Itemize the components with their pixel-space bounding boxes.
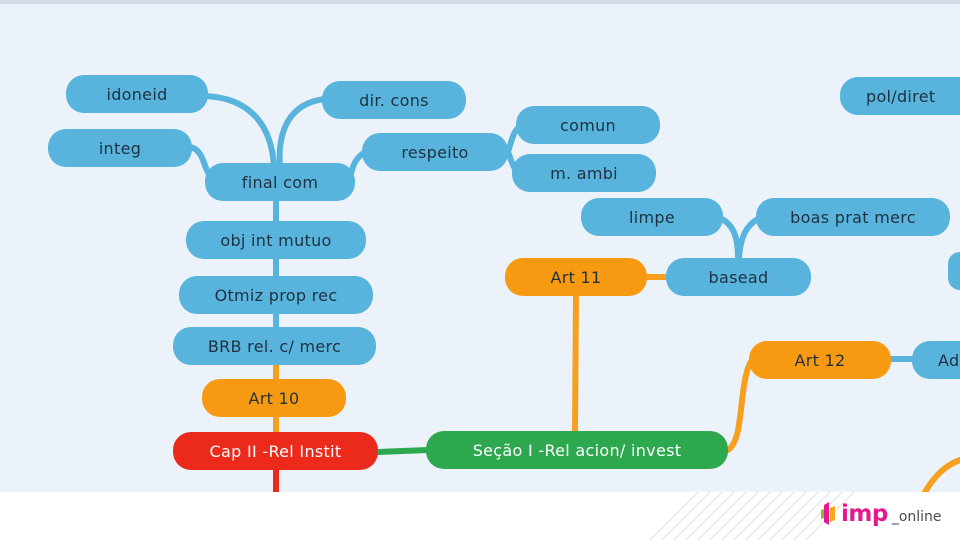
node-label: respeito <box>401 142 469 162</box>
node-dir-cons[interactable]: dir. cons <box>322 81 466 119</box>
footer-stripes <box>649 492 855 540</box>
node-label: limpe <box>629 207 675 227</box>
node-cap-ii-root[interactable]: Cap II -Rel Instit <box>173 432 378 470</box>
node-boas-prat-merc[interactable]: boas prat merc <box>756 198 950 236</box>
node-label: final com <box>241 172 319 192</box>
imp-online-logo[interactable]: imp _online <box>820 497 942 527</box>
logo-main-text: imp <box>841 501 888 527</box>
node-label: idoneid <box>106 84 168 104</box>
node-obj-int-mutuo[interactable]: obj int mutuo <box>186 221 366 259</box>
top-rule <box>0 0 960 4</box>
node-integ[interactable]: integ <box>48 129 192 167</box>
node-secao-i[interactable]: Seção I -Rel acion/ invest <box>426 431 728 469</box>
node-label: Otmiz prop rec <box>214 285 338 305</box>
node-offscreen-stub[interactable] <box>948 252 960 290</box>
node-adm-partial[interactable]: Adm <box>912 341 960 379</box>
node-label: obj int mutuo <box>220 230 332 250</box>
node-label: Art 12 <box>794 350 846 370</box>
node-label: Art 11 <box>550 267 602 287</box>
node-label: BRB rel. c/ merc <box>207 336 342 356</box>
node-label: m. ambi <box>550 163 618 183</box>
link-idoneid <box>202 93 277 171</box>
node-label: comun <box>560 115 616 135</box>
logo-sub-text: _online <box>891 509 942 525</box>
node-comun[interactable]: comun <box>516 106 660 144</box>
node-art-11[interactable]: Art 11 <box>505 258 647 296</box>
mindmap-connectors <box>187 93 960 492</box>
node-label: integ <box>98 138 142 158</box>
node-label: Seção I -Rel acion/ invest <box>472 440 682 460</box>
link-bottom-right-arc <box>922 457 960 492</box>
node-final-com[interactable]: final com <box>205 163 355 201</box>
node-label: pol/diret <box>866 86 936 106</box>
node-basead[interactable]: basead <box>666 258 811 296</box>
node-m-ambi[interactable]: m. ambi <box>512 154 656 192</box>
mindmap-canvas: idoneid dir. cons integ respeito comun m… <box>0 0 960 492</box>
footer-bar <box>0 492 960 540</box>
link-dir-cons <box>276 96 328 171</box>
node-brb-rel-merc[interactable]: BRB rel. c/ merc <box>173 327 376 365</box>
node-art-10[interactable]: Art 10 <box>202 379 346 417</box>
node-otmiz-prop-rec[interactable]: Otmiz prop rec <box>179 276 373 314</box>
node-limpe[interactable]: limpe <box>581 198 723 236</box>
link-cap-secao <box>375 447 431 455</box>
node-label: Cap II -Rel Instit <box>209 441 342 461</box>
link-secao-art11 <box>572 292 579 435</box>
link-limpe <box>717 215 741 261</box>
node-pol-diret-partial[interactable]: pol/diret <box>840 77 960 115</box>
node-art-12[interactable]: Art 12 <box>749 341 891 379</box>
node-idoneid[interactable]: idoneid <box>66 75 208 113</box>
link-secao-art12 <box>725 357 755 453</box>
node-label: Art 10 <box>248 388 300 408</box>
node-respeito[interactable]: respeito <box>362 133 508 171</box>
imp-logo-mark-icon <box>821 502 835 525</box>
node-label: dir. cons <box>359 90 429 110</box>
node-label: Adm <box>938 350 960 370</box>
node-label: boas prat merc <box>790 207 916 227</box>
node-label: basead <box>708 267 769 287</box>
